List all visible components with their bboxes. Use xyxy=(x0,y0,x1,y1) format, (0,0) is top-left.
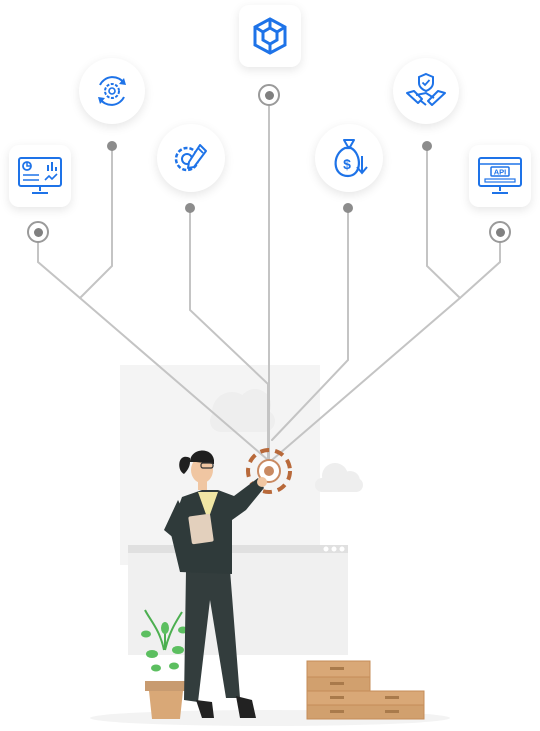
money-bag-dollar-icon: $ xyxy=(334,139,368,178)
sync-settings-card xyxy=(79,58,145,124)
stacked-boxes xyxy=(306,660,425,720)
svg-text:$: $ xyxy=(343,156,351,172)
connector-dot xyxy=(185,203,195,213)
connector-node xyxy=(489,221,511,243)
cloud-shape xyxy=(210,389,363,492)
api-label: API xyxy=(494,168,507,177)
settings-card xyxy=(157,124,225,192)
dashboard-monitor-icon xyxy=(18,157,62,194)
handshake-shield-icon xyxy=(406,72,446,106)
gear-sync-icon xyxy=(98,76,126,106)
api-monitor-icon: API xyxy=(478,157,522,194)
connector-dot xyxy=(343,203,353,213)
settings-edit-icon xyxy=(174,144,207,172)
api-card: API xyxy=(469,145,531,207)
connector-node xyxy=(27,221,49,243)
partnership-card xyxy=(393,58,459,124)
connector-node xyxy=(258,84,280,106)
blockchain-card xyxy=(239,5,301,67)
target-circle xyxy=(246,448,292,494)
businesswoman-figure xyxy=(164,450,267,718)
blockchain-cube-icon xyxy=(253,17,287,55)
finance-card: $ xyxy=(315,124,383,192)
connector-dot xyxy=(422,141,432,151)
potted-plant xyxy=(141,609,188,719)
connector-dot xyxy=(107,141,117,151)
dashboard-card xyxy=(9,145,71,207)
